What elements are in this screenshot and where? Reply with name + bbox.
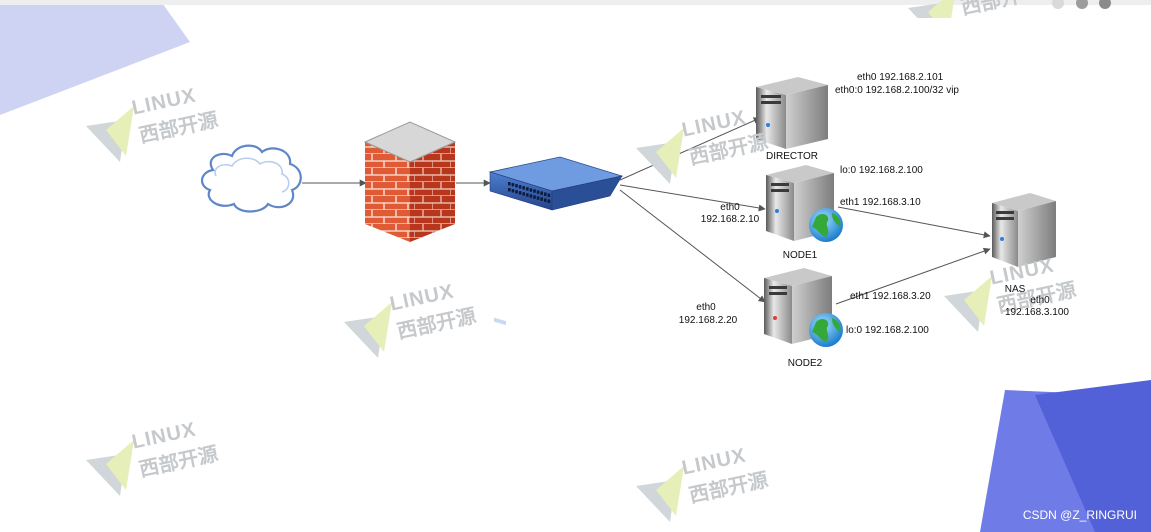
edge-node2-nas [835, 247, 991, 305]
switch-port [529, 194, 533, 198]
top-dot-1 [1052, 0, 1064, 9]
director-server-icon [756, 77, 828, 149]
node2-eth1-annotation: eth1 192.168.3.20 [850, 291, 931, 302]
switch-port [536, 196, 540, 200]
switch-port [511, 183, 515, 187]
decor-triangle-top-left [0, 0, 190, 115]
nas-label: NAS [1004, 284, 1026, 295]
node2-eth0-ip: 192.168.2.20 [678, 315, 738, 326]
node1-label: NODE1 [782, 250, 818, 261]
director-vip-annotation: eth0:0 192.168.2.100/32 vip [835, 85, 959, 96]
nas-eth0-name: eth0 [1030, 295, 1050, 306]
node2-eth0-name: eth0 [696, 302, 716, 313]
cloud-icon [201, 144, 302, 213]
node1-server-icon [766, 165, 843, 242]
top-dot-3 [1099, 0, 1111, 9]
switch-port [511, 189, 515, 193]
switch-icon [488, 156, 624, 326]
director-label: DIRECTOR [765, 151, 819, 162]
nas-server-icon [992, 193, 1056, 267]
switch-port [515, 190, 518, 194]
switch-port [529, 188, 533, 192]
switch-port [518, 185, 522, 189]
switch-port [508, 188, 511, 192]
node2-label: NODE2 [787, 358, 823, 369]
csdn-credit: CSDN @Z_RINGRUI [1022, 508, 1137, 522]
top-strip [0, 0, 1151, 5]
switch-port [540, 197, 543, 201]
node1-eth0-name: eth0 [720, 202, 740, 213]
switch-port [526, 193, 529, 197]
switch-port [544, 198, 547, 202]
switch-port [522, 192, 525, 196]
node2-server-icon [764, 268, 843, 347]
director-eth0-annotation: eth0 192.168.2.101 [857, 72, 944, 83]
edge-node1-nas [837, 206, 991, 239]
nas-eth0-ip: 192.168.3.100 [1005, 307, 1069, 318]
switch-port [533, 195, 536, 199]
switch-port [508, 182, 511, 186]
decor-triangle-bottom-right-dark [1035, 380, 1151, 532]
top-dot-2 [1076, 0, 1088, 9]
edge-switch-node2 [619, 189, 766, 303]
switch-port [533, 189, 536, 193]
switch-port [547, 199, 551, 203]
edge-switch-node1 [619, 184, 766, 212]
switch-port [522, 186, 525, 190]
switch-port [540, 191, 543, 195]
firewall-icon [363, 121, 457, 242]
node2-lo-annotation: lo:0 192.168.2.100 [846, 325, 929, 336]
node1-lo-annotation: lo:0 192.168.2.100 [840, 165, 923, 176]
node1-eth0-ip: 192.168.2.10 [700, 214, 760, 225]
switch-port [544, 192, 547, 196]
switch-port [518, 191, 522, 195]
switch-port [515, 184, 518, 188]
switch-port [526, 187, 529, 191]
edge-switch-director [619, 117, 761, 181]
node1-eth1-annotation: eth1 192.168.3.10 [840, 197, 921, 208]
switch-port [547, 193, 551, 197]
switch-port [536, 190, 540, 194]
